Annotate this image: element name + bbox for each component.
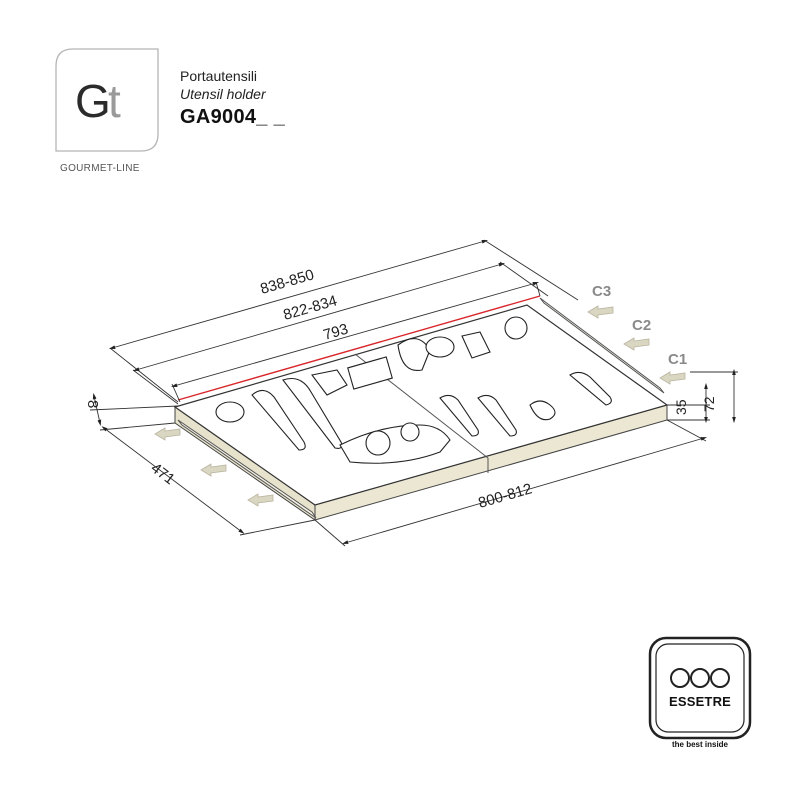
level-c1: C1 (668, 351, 687, 368)
rail-right (539, 297, 665, 394)
title-block: Portautensili Utensil holder GA9004_ _ (180, 68, 285, 131)
logo-letters: G t (53, 46, 161, 154)
dim-line-tray (170, 282, 540, 387)
pull-arrow-front-2 (200, 463, 227, 477)
logo-letter-g: G (75, 75, 111, 127)
brand-name: ESSETRE (668, 694, 732, 709)
cutout-peeler (365, 430, 391, 456)
title-english: Utensil holder (180, 86, 266, 102)
title-italian: Portautensili (180, 68, 258, 84)
essetre-badge: ESSETRE the best inside (648, 636, 756, 758)
cutout-pizza-cutter (215, 401, 245, 423)
pull-arrow-front-1 (154, 427, 181, 441)
dim-offset: 8 (84, 400, 101, 408)
dim-line-overall (108, 240, 489, 349)
logo-subtitle: GOURMET-LINE (60, 163, 140, 174)
dim-line-offset (92, 392, 102, 427)
tray-slab (173, 295, 669, 521)
drawer-level-labels: C3 C2 C1 (592, 283, 687, 368)
dim-height-high: 72 (701, 396, 717, 412)
pull-arrow-c3 (587, 305, 614, 319)
dim-tray-length: 793 (321, 321, 350, 344)
cutout-strainer (425, 336, 455, 358)
cutout-corkscrew (477, 394, 517, 437)
cutout-whisk (504, 316, 528, 340)
brand-tagline: the best inside (671, 740, 728, 749)
dim-overall-length: 838-850 (258, 266, 316, 298)
cutout-tongs (569, 371, 612, 406)
dim-front-length: 800-812 (476, 480, 534, 512)
level-c2: C2 (632, 317, 651, 334)
logo-letter-t: t (108, 75, 121, 127)
dim-height-low: 35 (673, 399, 689, 415)
pull-arrow-front-3 (247, 493, 274, 507)
essetre-logo-icon (648, 636, 752, 740)
pull-arrow-c2 (623, 337, 650, 351)
gourmet-line-logo: G t (53, 46, 161, 154)
product-code: GA9004_ _ (180, 106, 285, 128)
header: G t GOURMET-LINE Portautensili Utensil h… (0, 0, 800, 200)
pull-arrow-c1 (659, 371, 686, 385)
cutout-scissors (529, 400, 556, 421)
cutout-opener (439, 394, 479, 437)
cutout-knob (400, 422, 420, 442)
dimension-lines (89, 239, 738, 547)
dim-line-depth (101, 426, 245, 534)
level-c3: C3 (592, 283, 611, 300)
logo-frame-icon (55, 48, 159, 152)
dim-line-front (341, 437, 708, 544)
cutout-ladle (251, 389, 306, 451)
